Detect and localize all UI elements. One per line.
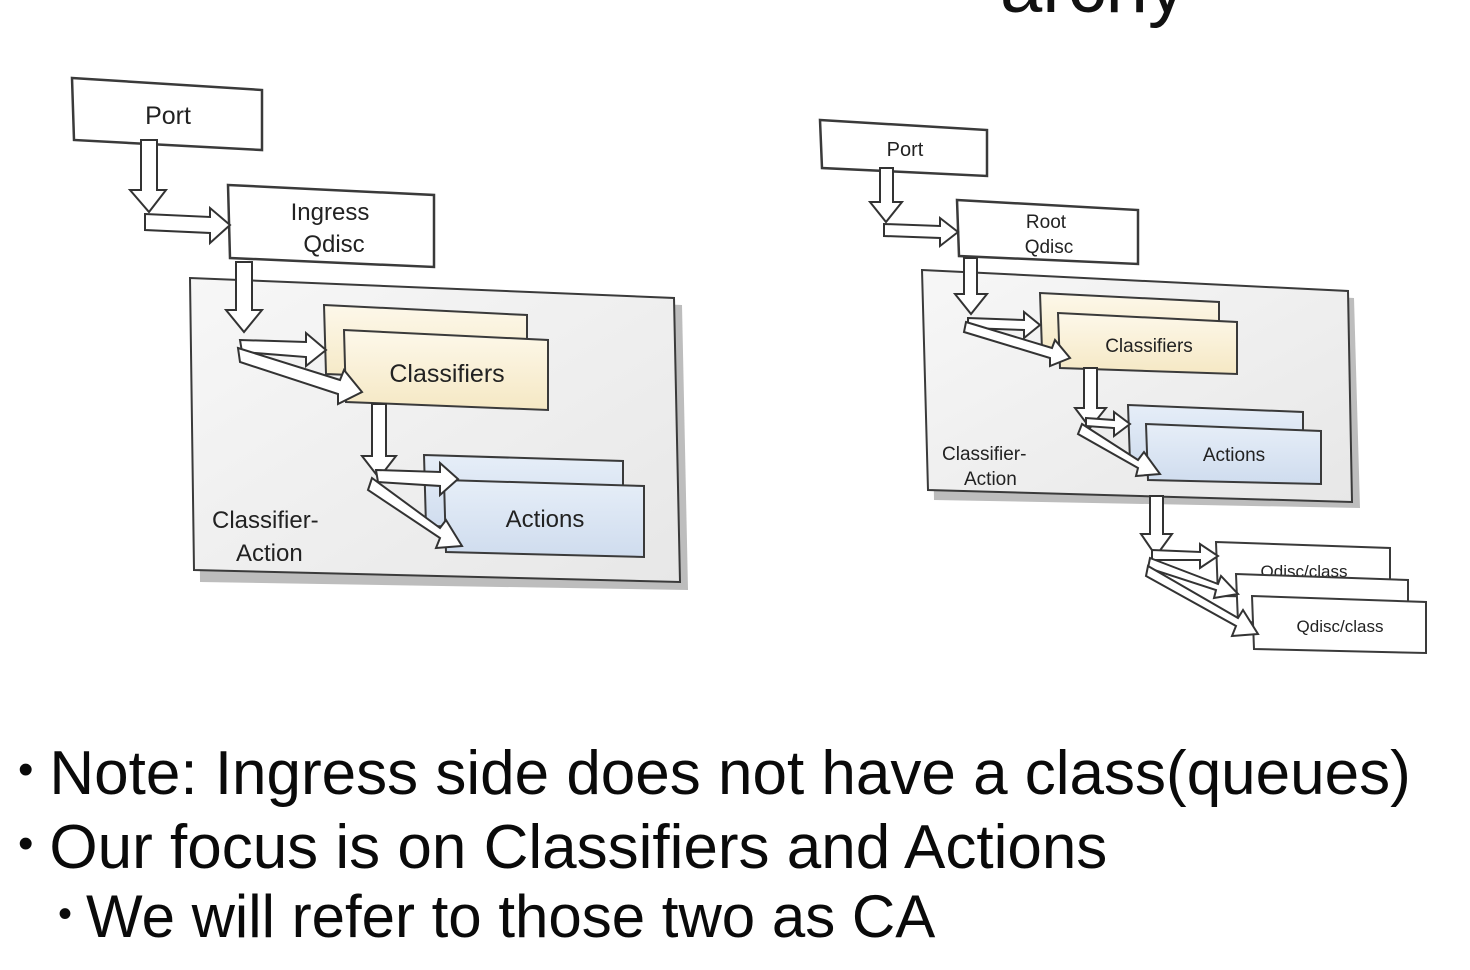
left-ca-label-line2: Action	[236, 540, 303, 567]
bullet-text: We will refer to those two as CA	[86, 883, 936, 950]
bullet-item-note: • Note: Ingress side does not have a clas…	[18, 738, 1411, 809]
right-arrow-port-down	[867, 167, 905, 224]
left-arrow-classifiers-down	[359, 403, 399, 480]
diagram-canvas: archy Port Ingress Qdisc Classifiers	[70, 0, 1427, 655]
left-arrow-port-to-qdisc	[127, 139, 169, 214]
left-arrow-to-qdisc-right	[144, 205, 232, 246]
bullet-text: Note: Ingress side does not have a class…	[49, 739, 1411, 808]
right-arrow-to-classifiers-front	[962, 320, 1072, 368]
right-port-box	[818, 118, 989, 178]
right-arrow-to-actions-back	[1085, 410, 1132, 438]
left-actions-label: Actions	[506, 506, 585, 533]
right-ca-label-line2: Action	[964, 469, 1017, 490]
left-qdisc-label-line1: Ingress	[291, 199, 370, 226]
left-arrow-to-actions-front	[366, 476, 464, 550]
right-actions-label: Actions	[1203, 445, 1265, 466]
left-classifiers-label: Classifiers	[389, 360, 504, 388]
left-arrow-to-actions-back	[374, 460, 460, 498]
right-arrow-to-actions-front	[1076, 422, 1162, 478]
bullet-item-ca: • We will refer to those two as CA	[58, 882, 935, 951]
right-ca-label-line1: Classifier-	[942, 444, 1026, 465]
slide-title-fragment: archy	[1000, 0, 1186, 29]
bullet-dot-icon: •	[18, 819, 34, 868]
right-arrow-qdisc-down	[952, 257, 990, 316]
left-arrow-to-classifiers-front	[236, 346, 364, 406]
left-qdisc-box	[226, 183, 436, 269]
right-arrow-to-qdisc-class-3	[1144, 564, 1260, 638]
bullet-text: Our focus is on Classifiers and Actions	[49, 813, 1108, 882]
bullet-dot-icon: •	[18, 745, 34, 794]
right-arrow-to-qdisc-class-1	[1151, 542, 1220, 570]
left-port-label: Port	[145, 102, 191, 130]
left-diagram: Port Ingress Qdisc Classifiers Actions	[70, 76, 688, 590]
right-qdisc-box	[955, 198, 1140, 266]
right-qdisc-label-line2: Qdisc	[1025, 237, 1074, 258]
right-arrow-to-qdisc	[883, 215, 960, 249]
left-port-box	[70, 76, 264, 152]
right-classifiers-label: Classifiers	[1105, 336, 1193, 357]
right-arrow-actions-down	[1139, 495, 1174, 558]
right-qdisc-class-front-label: Qdisc/class	[1297, 617, 1384, 636]
left-ca-label-line1: Classifier-	[212, 507, 319, 534]
right-qdisc-label-line1: Root	[1026, 212, 1067, 233]
right-diagram: Port Root Qdisc Classifiers Actions	[818, 118, 1427, 655]
right-port-label: Port	[887, 139, 924, 161]
left-arrow-qdisc-down	[223, 261, 265, 334]
bullet-item-focus: • Our focus is on Classifiers and Actions	[18, 812, 1107, 883]
bullet-dot-icon: •	[58, 892, 73, 936]
left-qdisc-label-line2: Qdisc	[303, 231, 364, 258]
